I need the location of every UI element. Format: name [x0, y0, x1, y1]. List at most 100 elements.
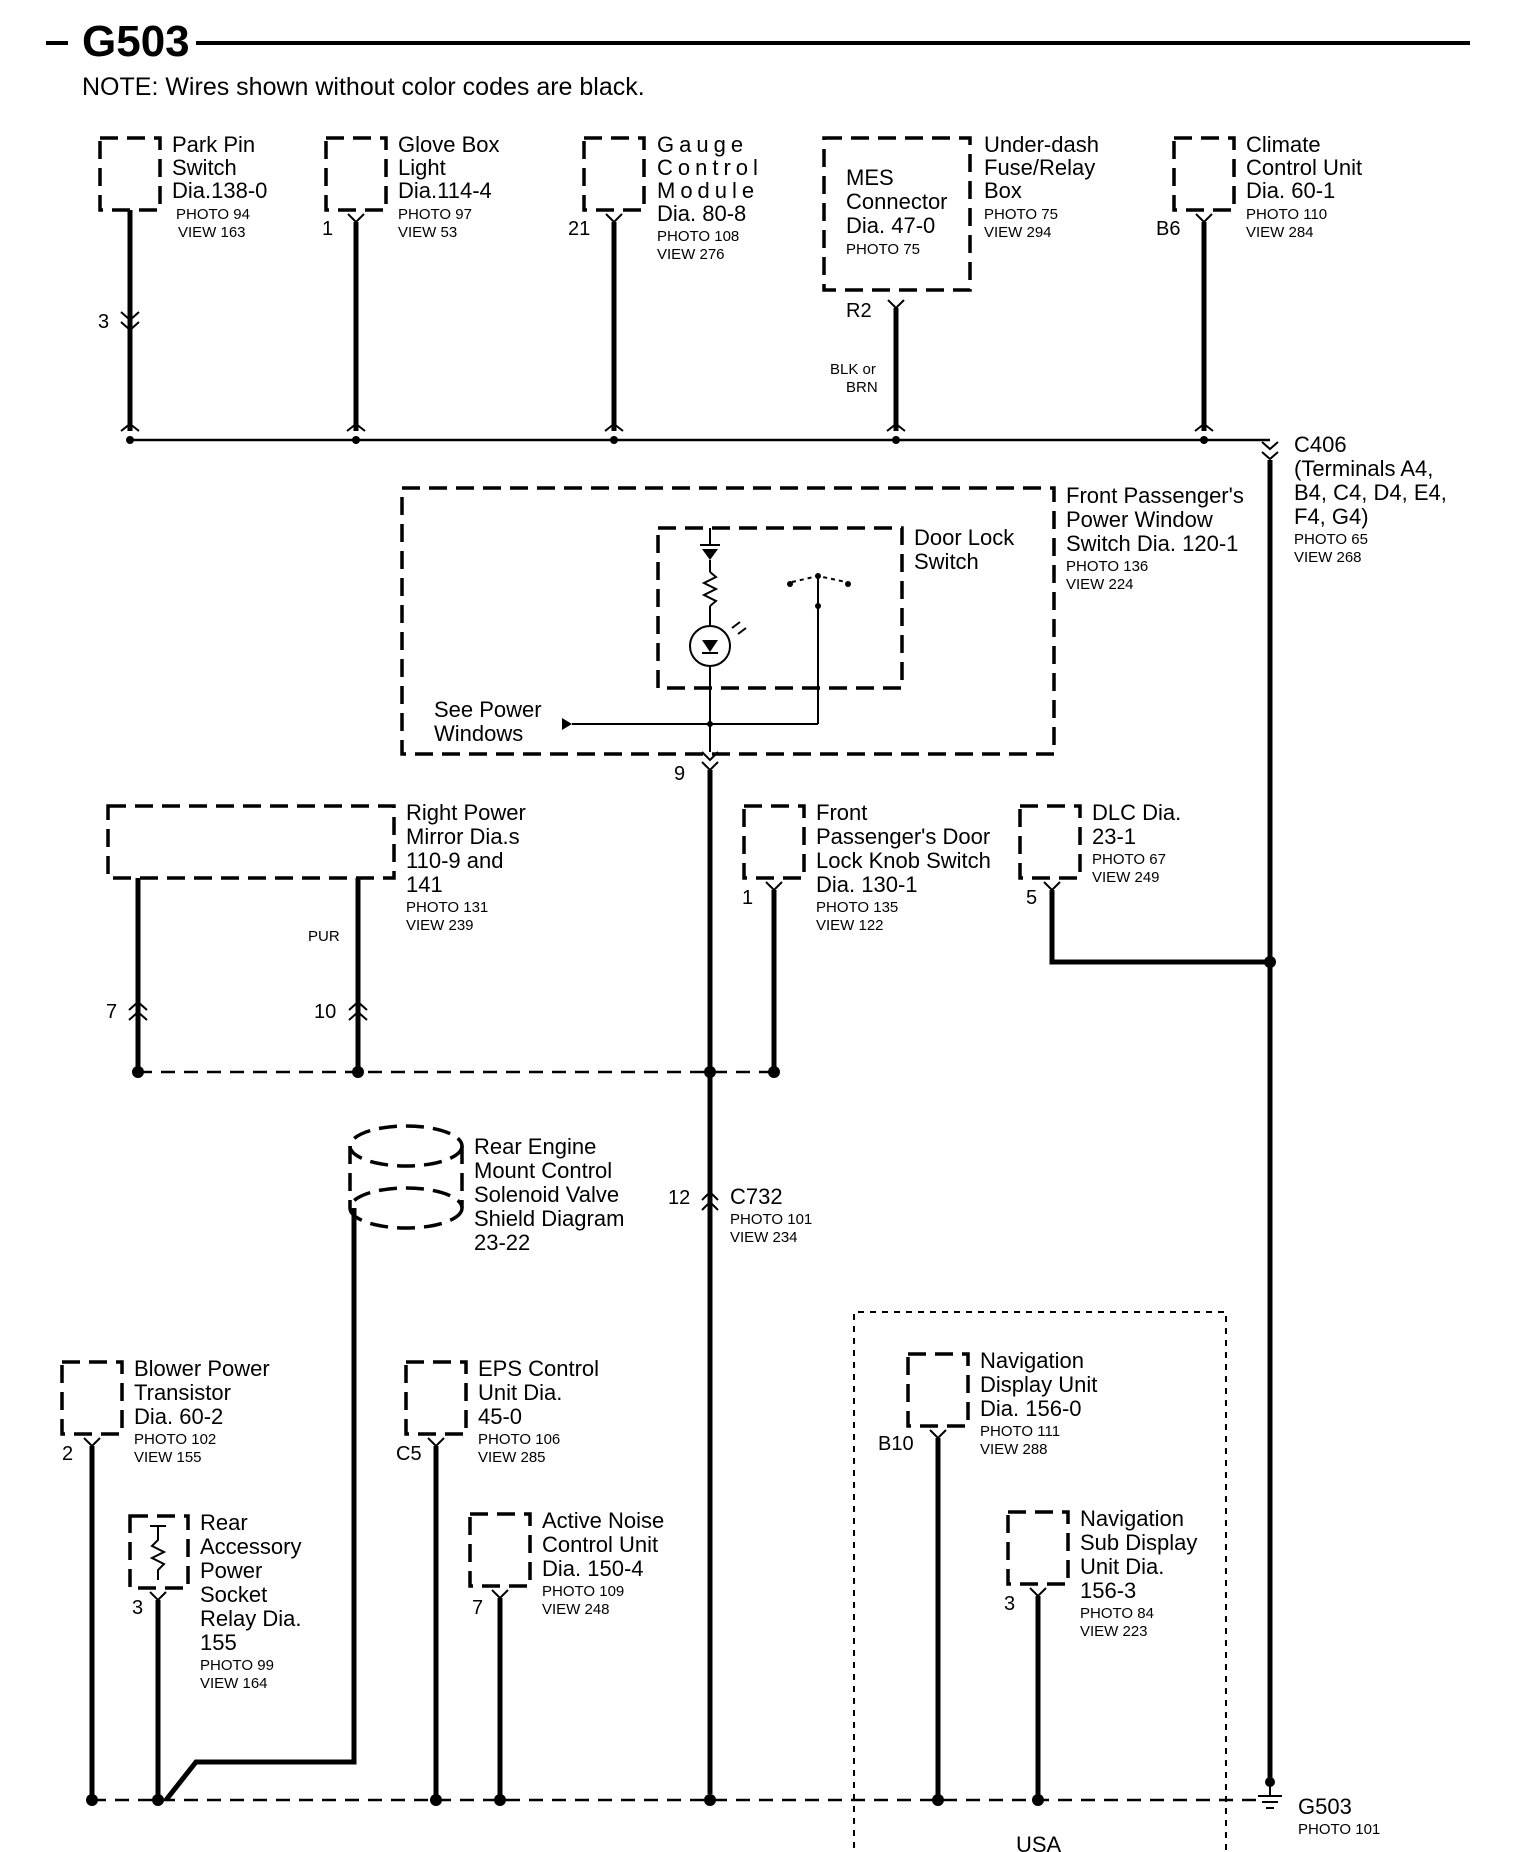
svg-text:BLK or: BLK or [830, 361, 876, 378]
svg-text:PHOTO 84: PHOTO 84 [1080, 1605, 1154, 1622]
svg-text:VIEW 122: VIEW 122 [816, 917, 884, 934]
svg-text:Solenoid Valve: Solenoid Valve [474, 1182, 619, 1207]
svg-text:VIEW 288: VIEW 288 [980, 1441, 1048, 1458]
svg-text:1: 1 [742, 887, 753, 909]
rear-engine-mount-shield: Rear Engine Mount Control Solenoid Valve… [164, 1124, 624, 1802]
svg-text:Dia. 60-2: Dia. 60-2 [134, 1404, 223, 1429]
svg-text:PHOTO 99: PHOTO 99 [200, 1657, 274, 1674]
svg-text:Gauge: Gauge [657, 132, 748, 157]
front-passenger-power-window-switch: Front Passenger's Power Window Switch Di… [400, 483, 1244, 756]
svg-text:110-9 and: 110-9 and [406, 848, 503, 873]
page-title: G503 [82, 17, 190, 66]
park-pin-switch: Park Pin Switch Dia.138-0 PHOTO 94 VIEW … [98, 132, 267, 432]
svg-text:141: 141 [406, 872, 443, 897]
active-noise-control-unit: Active Noise Control Unit Dia. 150-4 PHO… [468, 1508, 664, 1800]
svg-text:VIEW 249: VIEW 249 [1092, 869, 1160, 886]
svg-text:23-22: 23-22 [474, 1230, 530, 1255]
svg-text:PHOTO 65: PHOTO 65 [1294, 531, 1368, 548]
usa-option-boundary: USA [853, 1311, 1227, 1852]
svg-text:VIEW 285: VIEW 285 [478, 1449, 546, 1466]
svg-text:12: 12 [668, 1187, 690, 1209]
svg-text:B4, C4, D4, E4,: B4, C4, D4, E4, [1294, 480, 1447, 505]
svg-text:VIEW 239: VIEW 239 [406, 917, 474, 934]
svg-text:Blower Power: Blower Power [134, 1356, 270, 1381]
svg-text:156-3: 156-3 [1080, 1578, 1136, 1603]
svg-text:Control: Control [657, 155, 763, 180]
svg-text:VIEW 223: VIEW 223 [1080, 1623, 1148, 1640]
svg-text:Dia.138-0: Dia.138-0 [172, 178, 267, 203]
svg-text:7: 7 [106, 1001, 117, 1023]
svg-text:VIEW 268: VIEW 268 [1294, 549, 1362, 566]
svg-text:EPS Control: EPS Control [478, 1356, 599, 1381]
bottom-bus-nodes [86, 1777, 1275, 1806]
svg-text:DLC Dia.: DLC Dia. [1092, 800, 1181, 825]
svg-text:9: 9 [674, 763, 685, 785]
svg-text:BRN: BRN [846, 379, 878, 396]
svg-text:Connector: Connector [846, 189, 948, 214]
svg-text:Switch: Switch [914, 549, 979, 574]
svg-text:PHOTO 101: PHOTO 101 [1298, 1821, 1380, 1838]
blower-power-transistor: Blower Power Transistor Dia. 60-2 PHOTO … [60, 1356, 270, 1800]
note-text: NOTE: Wires shown without color codes ar… [82, 73, 645, 101]
svg-text:VIEW 155: VIEW 155 [134, 1449, 202, 1466]
svg-text:Dia. 60-1: Dia. 60-1 [1246, 178, 1335, 203]
top-bus-nodes [126, 436, 1208, 444]
svg-text:23-1: 23-1 [1092, 824, 1136, 849]
svg-text:G503: G503 [1298, 1794, 1352, 1819]
c732-connector: 12 C732 PHOTO 101 VIEW 234 [668, 1184, 812, 1246]
svg-text:PHOTO 131: PHOTO 131 [406, 899, 488, 916]
svg-text:Sub Display: Sub Display [1080, 1530, 1197, 1555]
c406-connector: C406 (Terminals A4, B4, C4, D4, E4, F4, … [1261, 432, 1447, 1780]
svg-text:Passenger's Door: Passenger's Door [816, 824, 990, 849]
svg-text:3: 3 [132, 1597, 143, 1619]
svg-text:10: 10 [314, 1001, 336, 1023]
svg-text:Display Unit: Display Unit [980, 1372, 1097, 1397]
svg-text:155: 155 [200, 1630, 237, 1655]
svg-text:Dia. 130-1: Dia. 130-1 [816, 872, 918, 897]
svg-text:PHOTO 75: PHOTO 75 [984, 206, 1058, 223]
svg-text:Dia. 47-0: Dia. 47-0 [846, 213, 935, 238]
middle-bus-nodes [132, 1066, 780, 1078]
svg-text:VIEW 294: VIEW 294 [984, 224, 1052, 241]
svg-text:C406: C406 [1294, 432, 1347, 457]
dlc: DLC Dia. 23-1 PHOTO 67 VIEW 249 5 [1018, 800, 1276, 968]
svg-text:Active Noise: Active Noise [542, 1508, 664, 1533]
svg-text:Dia. 150-4: Dia. 150-4 [542, 1556, 644, 1581]
navigation-sub-display-unit: Navigation Sub Display Unit Dia. 156-3 P… [1004, 1506, 1197, 1800]
svg-text:Park Pin: Park Pin [172, 132, 255, 157]
svg-text:Rear Engine: Rear Engine [474, 1134, 596, 1159]
svg-text:Switch: Switch [172, 155, 237, 180]
svg-text:VIEW 53: VIEW 53 [398, 224, 457, 241]
svg-text:PHOTO 111: PHOTO 111 [980, 1423, 1060, 1440]
svg-text:VIEW 234: VIEW 234 [730, 1229, 798, 1246]
svg-text:Unit Dia.: Unit Dia. [478, 1380, 562, 1405]
svg-text:Mount Control: Mount Control [474, 1158, 612, 1183]
svg-text:Lock Knob Switch: Lock Knob Switch [816, 848, 991, 873]
svg-text:VIEW 276: VIEW 276 [657, 246, 725, 263]
svg-text:PHOTO 136: PHOTO 136 [1066, 558, 1148, 575]
svg-text:Module: Module [657, 178, 759, 203]
svg-text:Dia. 80-8: Dia. 80-8 [657, 201, 746, 226]
svg-text:PHOTO 101: PHOTO 101 [730, 1211, 812, 1228]
svg-text:Rear: Rear [200, 1510, 248, 1535]
svg-text:B6: B6 [1156, 218, 1180, 240]
glove-box-light: Glove Box Light Dia.114-4 PHOTO 97 VIEW … [322, 132, 500, 432]
svg-text:Control Unit: Control Unit [542, 1532, 658, 1557]
svg-text:PHOTO 97: PHOTO 97 [398, 206, 472, 223]
mes-connector: MES Connector Dia. 47-0 PHOTO 75 R2 BLK … [822, 136, 972, 432]
svg-text:Light: Light [398, 155, 446, 180]
svg-text:R2: R2 [846, 300, 872, 322]
svg-text:(Terminals A4,: (Terminals A4, [1294, 456, 1433, 481]
under-dash-fuse-relay-box: Under-dash Fuse/Relay Box PHOTO 75 VIEW … [984, 132, 1099, 241]
svg-text:5: 5 [1026, 887, 1037, 909]
eps-control-unit: EPS Control Unit Dia. 45-0 PHOTO 106 VIE… [396, 1356, 599, 1800]
svg-text:PHOTO 108: PHOTO 108 [657, 228, 739, 245]
svg-text:Unit Dia.: Unit Dia. [1080, 1554, 1164, 1579]
svg-text:PHOTO 102: PHOTO 102 [134, 1431, 216, 1448]
svg-text:3: 3 [1004, 1593, 1015, 1615]
see-power-windows: See Power Windows [434, 697, 818, 746]
svg-text:Navigation: Navigation [980, 1348, 1084, 1373]
svg-text:Windows: Windows [434, 721, 523, 746]
svg-text:Navigation: Navigation [1080, 1506, 1184, 1531]
